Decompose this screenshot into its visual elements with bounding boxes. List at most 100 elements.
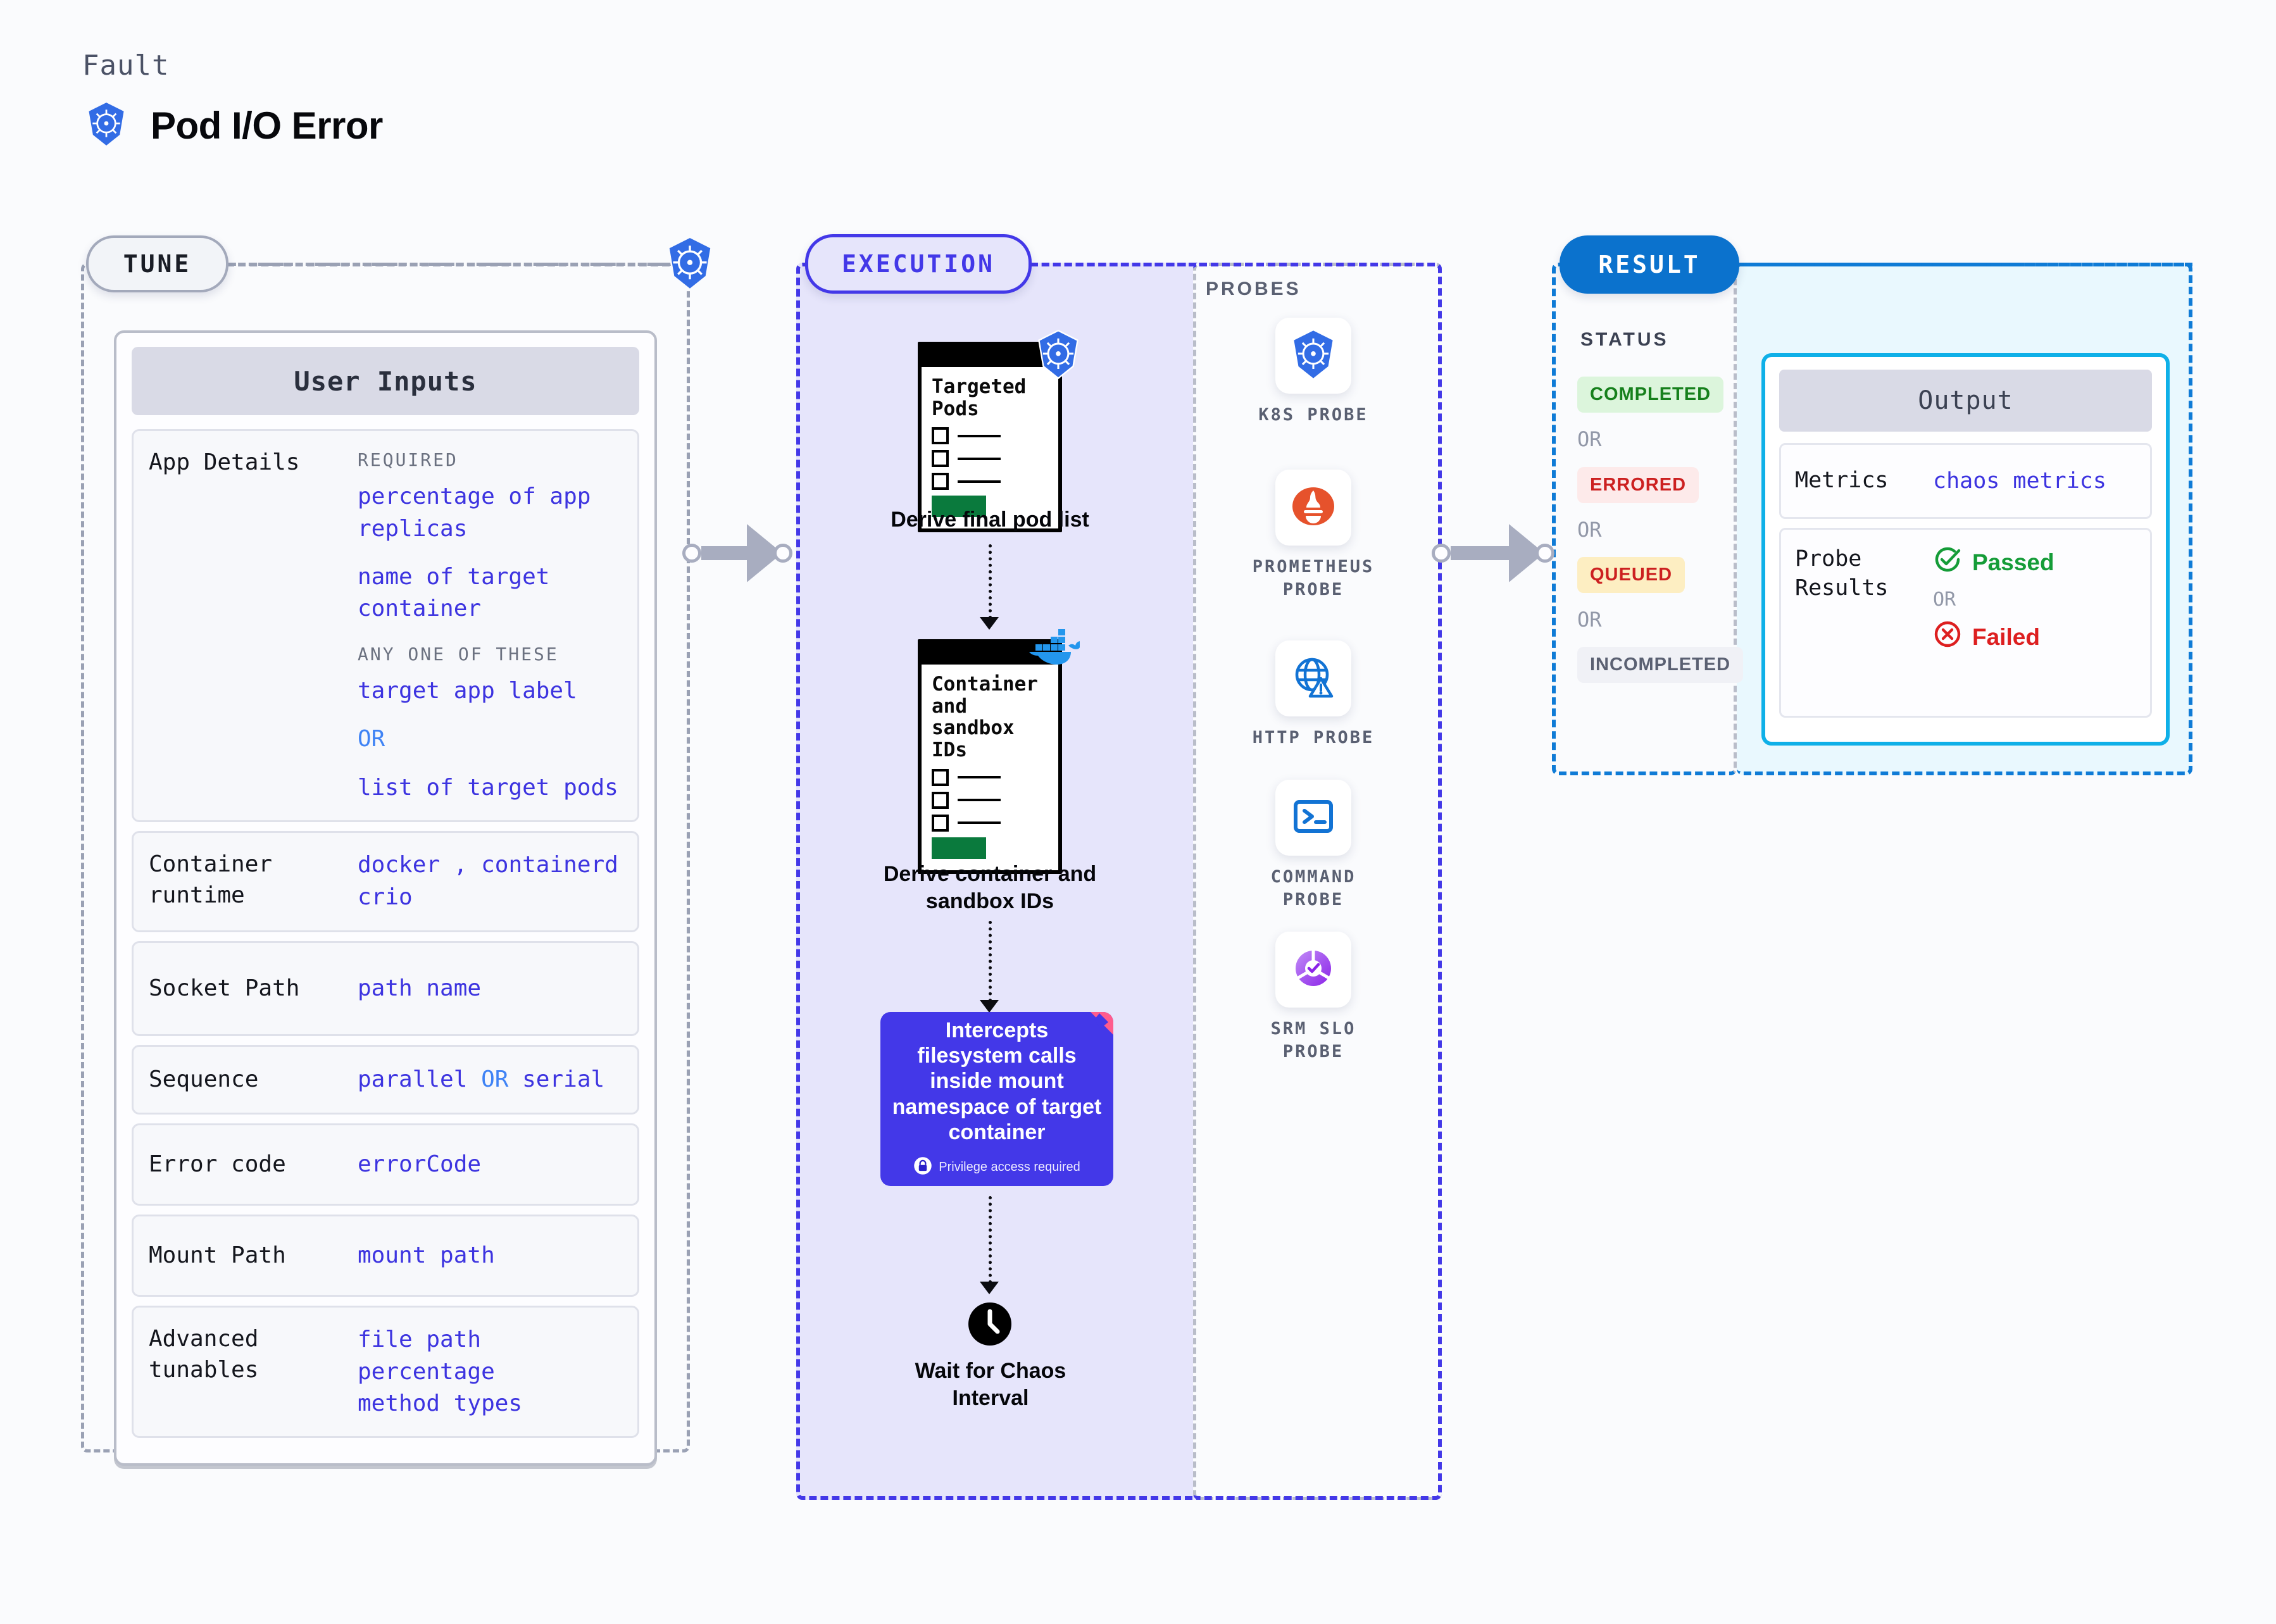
input-row-error-code: Error code errorCode bbox=[132, 1123, 639, 1206]
prometheus-icon bbox=[1289, 482, 1338, 534]
output-row-metrics: Metrics chaos metrics bbox=[1779, 443, 2152, 519]
status-badge-incompleted: INCOMPLETED bbox=[1577, 647, 1744, 683]
progress-bar bbox=[932, 837, 986, 859]
page-title: Pod I/O Error bbox=[85, 101, 383, 150]
probe-label: PROMETHEUS PROBE bbox=[1252, 557, 1375, 600]
checkbox-icon bbox=[932, 473, 949, 490]
connector-endpoint bbox=[682, 544, 701, 563]
output-row-probe-results: Probe Results Passed OR bbox=[1779, 528, 2152, 718]
output-card: Output Metrics chaos metrics Probe Resul… bbox=[1761, 353, 2170, 746]
input-value-group: parallel OR serial bbox=[358, 1064, 622, 1096]
checkbox-icon bbox=[932, 450, 949, 468]
chaos-injection-box: Intercepts filesystem calls inside mount… bbox=[880, 1012, 1113, 1186]
line-placeholder bbox=[958, 480, 1001, 483]
or-separator: OR bbox=[481, 1066, 509, 1092]
card-title: Container and sandbox IDs bbox=[932, 673, 1038, 762]
input-value-group: docker , containerd crio bbox=[358, 849, 622, 914]
checkbox-row bbox=[932, 427, 1049, 445]
group-label-required: REQUIRED bbox=[358, 449, 458, 470]
execution-leader-line bbox=[1030, 263, 1196, 266]
probes-section-frame bbox=[1193, 263, 1442, 1500]
flow-arrow-line bbox=[989, 921, 992, 1002]
probe-result-passed: Passed bbox=[1933, 545, 2136, 580]
output-title: Output bbox=[1779, 370, 2152, 432]
flow-arrow-line bbox=[989, 544, 992, 619]
fault-kicker: Fault bbox=[82, 49, 170, 82]
kubernetes-icon bbox=[85, 101, 128, 150]
arrow-head-icon bbox=[980, 1000, 999, 1013]
or-separator: OR bbox=[1577, 427, 1602, 451]
input-value-group: file path percentage method types bbox=[358, 1324, 622, 1420]
checkbox-row bbox=[932, 450, 1049, 468]
targeted-pods-card: Targeted Pods bbox=[918, 330, 1079, 533]
x-circle-icon bbox=[1933, 620, 1962, 654]
card-body: Targeted Pods bbox=[922, 367, 1058, 528]
input-value: list of target pods bbox=[358, 774, 618, 801]
input-value: target app label bbox=[358, 677, 577, 704]
stage-badge-tune[interactable]: TUNE bbox=[86, 235, 228, 292]
output-value-group: Passed OR Failed bbox=[1933, 545, 2136, 701]
input-key: Socket Path bbox=[149, 975, 300, 1001]
connector-shaft bbox=[701, 546, 747, 560]
line-placeholder bbox=[958, 821, 1001, 825]
checkbox-icon bbox=[932, 768, 949, 786]
status-section-frame bbox=[1552, 263, 1737, 775]
probe-label: K8S PROBE bbox=[1258, 405, 1368, 425]
input-key: App Details bbox=[149, 449, 300, 475]
probe-http[interactable]: HTTP PROBE bbox=[1234, 640, 1392, 749]
srm-slo-icon bbox=[1290, 945, 1337, 995]
probe-tile bbox=[1275, 780, 1351, 856]
docker-icon bbox=[1028, 628, 1081, 670]
input-value: method types bbox=[358, 1390, 523, 1416]
probe-command[interactable]: COMMAND PROBE bbox=[1234, 780, 1392, 912]
probe-label: SRM SLO PROBE bbox=[1270, 1019, 1356, 1062]
input-value: serial bbox=[522, 1066, 605, 1092]
kubernetes-icon bbox=[1034, 329, 1082, 383]
output-key: Metrics bbox=[1795, 468, 1889, 494]
probe-tile bbox=[1275, 640, 1351, 716]
or-separator: OR bbox=[1933, 589, 1956, 611]
input-row-advanced-tunables: Advanced tunables file path percentage m… bbox=[132, 1306, 639, 1439]
checkbox-row bbox=[932, 814, 1049, 832]
output-key: Probe Results bbox=[1795, 546, 1889, 601]
probe-result-label: Failed bbox=[1972, 623, 2040, 650]
stage-badge-execution[interactable]: EXECUTION bbox=[805, 234, 1032, 294]
probe-result-label: Passed bbox=[1972, 549, 2054, 575]
input-value: containerd bbox=[481, 852, 618, 878]
connector-endpoint bbox=[773, 544, 792, 563]
value-separator: , bbox=[453, 852, 468, 878]
user-inputs-title: User Inputs bbox=[132, 347, 639, 415]
status-badge-errored: ERRORED bbox=[1577, 467, 1699, 503]
card-title: Targeted Pods bbox=[932, 375, 1027, 420]
step-label-wait-chaos-interval: Wait for Chaos Interval bbox=[915, 1359, 1066, 1410]
container-sandbox-card: Container and sandbox IDs bbox=[918, 629, 1081, 874]
input-key: Container runtime bbox=[149, 851, 273, 908]
probe-srm-slo[interactable]: SRM SLO PROBE bbox=[1234, 932, 1392, 1064]
input-value: crio bbox=[358, 884, 413, 910]
or-separator: OR bbox=[358, 726, 385, 753]
arrow-head-icon bbox=[980, 617, 999, 630]
input-row-socket-path: Socket Path path name bbox=[132, 941, 639, 1037]
input-value: parallel bbox=[358, 1066, 468, 1092]
input-value: percentage bbox=[358, 1358, 495, 1385]
arrow-head-icon bbox=[980, 1282, 999, 1294]
line-placeholder bbox=[958, 776, 1001, 779]
input-key: Error code bbox=[149, 1151, 286, 1177]
privilege-note: Privilege access required bbox=[913, 1156, 1080, 1179]
litmus-decoration-icon bbox=[1069, 1012, 1113, 1054]
check-circle-icon bbox=[1933, 545, 1962, 580]
card-body: Container and sandbox IDs bbox=[922, 665, 1058, 870]
input-key: Advanced tunables bbox=[149, 1326, 259, 1383]
input-row-container-runtime: Container runtime docker , containerd cr… bbox=[132, 831, 639, 933]
checkbox-row bbox=[932, 791, 1049, 809]
probe-k8s[interactable]: K8S PROBE bbox=[1234, 318, 1392, 427]
chaos-injection-text: Intercepts filesystem calls inside mount… bbox=[892, 1018, 1102, 1144]
checkbox-icon bbox=[932, 791, 949, 809]
stage-badge-result[interactable]: RESULT bbox=[1560, 235, 1739, 294]
step-label-derive-container-ids: Derive container and sandbox IDs bbox=[883, 862, 1097, 913]
input-value: file path bbox=[358, 1327, 482, 1353]
connector-endpoint bbox=[1535, 544, 1554, 563]
probe-prometheus[interactable]: PROMETHEUS PROBE bbox=[1234, 470, 1392, 602]
status-title: STATUS bbox=[1580, 329, 1669, 350]
input-value: errorCode bbox=[358, 1151, 482, 1177]
